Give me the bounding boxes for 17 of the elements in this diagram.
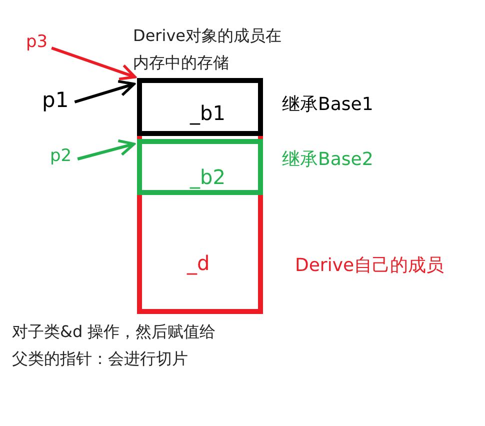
- pointer-label: p3: [26, 32, 48, 52]
- arrow: [74, 80, 136, 104]
- member-name: _b1: [190, 101, 226, 125]
- member-name: _b2: [190, 165, 226, 189]
- memory-block: [137, 139, 263, 195]
- pointer-label: p2: [50, 146, 72, 166]
- memory-block: [137, 78, 263, 136]
- memory-block: [137, 78, 263, 314]
- note-text: 对子类&d 操作，然后赋值给父类的指针：会进行切片: [12, 321, 217, 370]
- arrow: [51, 46, 136, 80]
- pointer-label: p1: [42, 88, 69, 112]
- member-note: 继承Base2: [282, 148, 374, 171]
- diagram-title: Derive对象的成员在内存中的存储: [133, 25, 282, 74]
- member-note: 继承Base1: [282, 93, 374, 116]
- arrow: [77, 139, 136, 160]
- member-note: Derive自己的成员: [295, 254, 444, 277]
- member-name: _d: [187, 251, 210, 275]
